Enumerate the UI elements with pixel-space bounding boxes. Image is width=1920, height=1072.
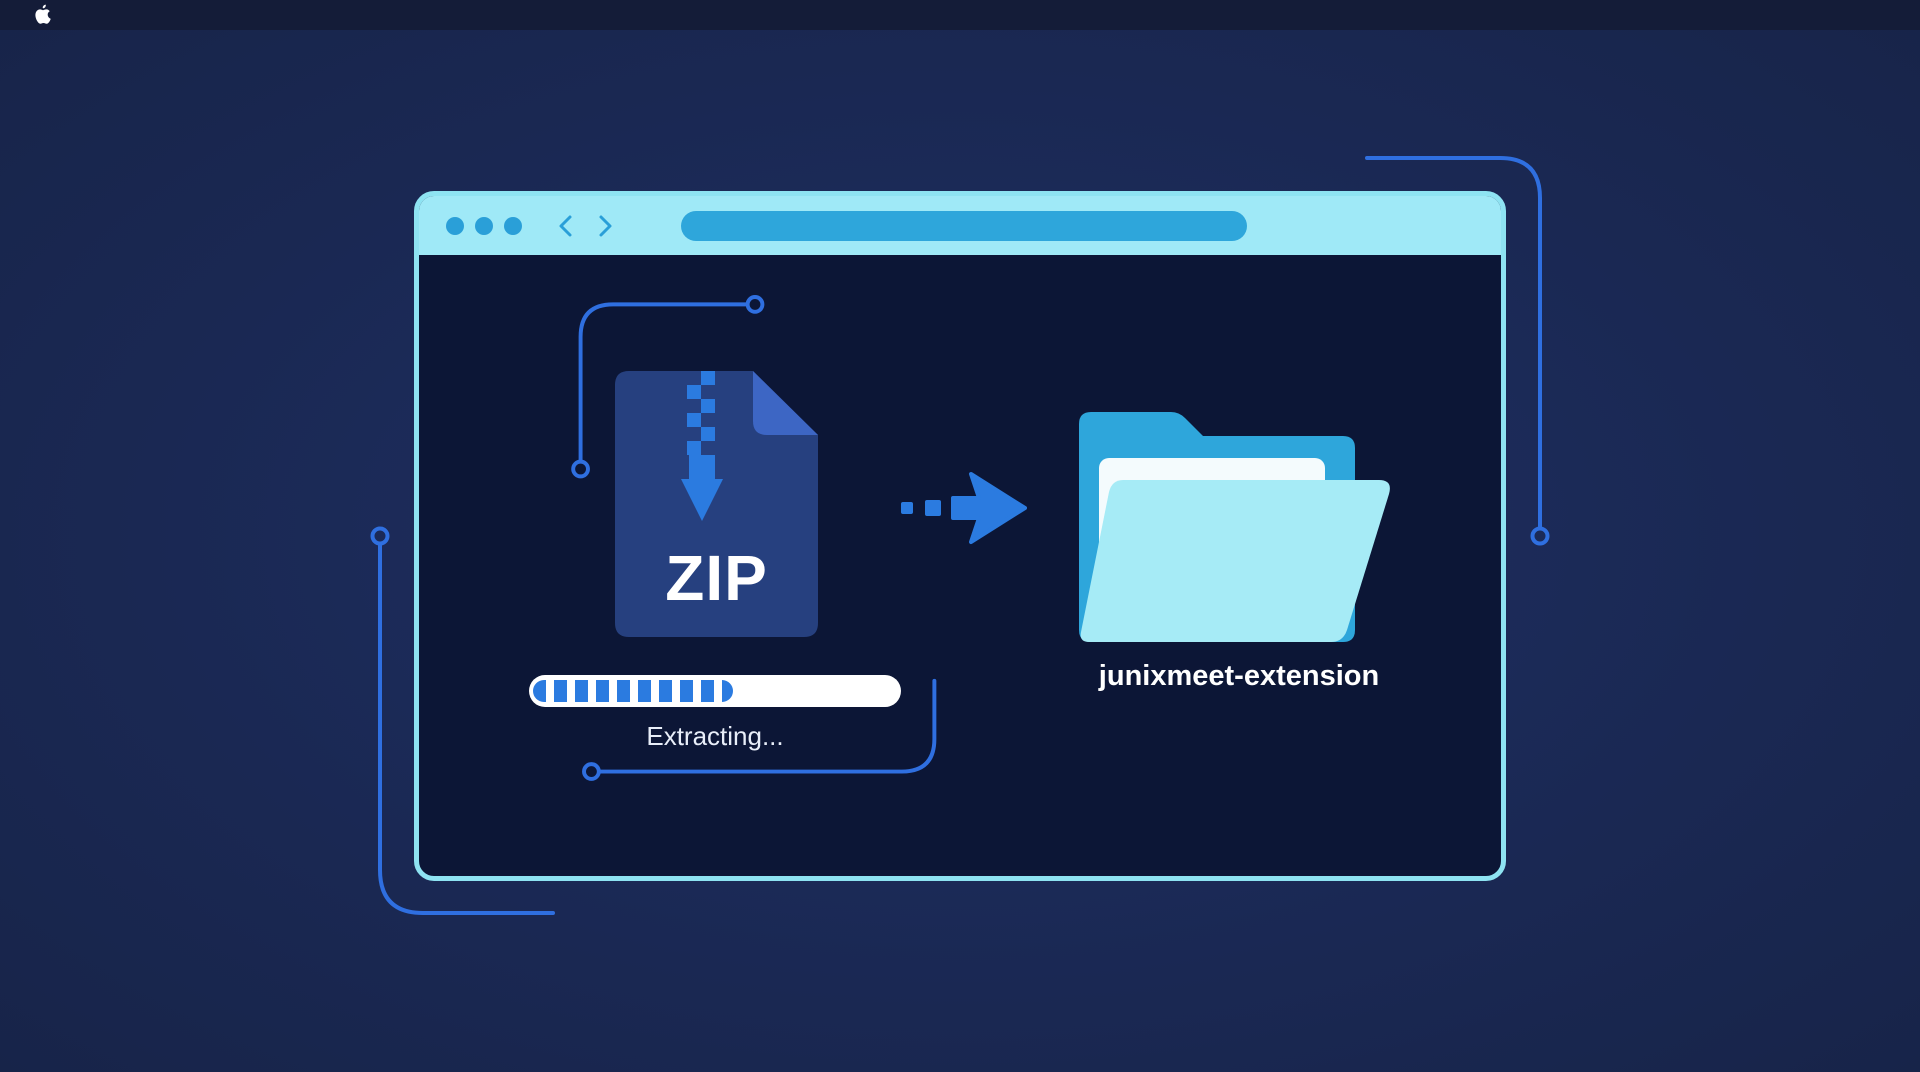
window-dot-icon[interactable] [475,217,493,235]
window-dot-icon[interactable] [504,217,522,235]
archive-type-label: ZIP [665,542,768,614]
window-dot-icon[interactable] [446,217,464,235]
chevron-right-icon[interactable] [592,212,618,240]
extraction-status-text: Extracting... [646,721,784,751]
chevron-left-icon[interactable] [553,212,579,240]
title-bar [419,196,1501,255]
extraction-progress-bar [529,675,901,707]
progress-fill [533,680,733,702]
folder-open-icon[interactable] [1079,412,1391,642]
address-bar-input[interactable] [681,211,1247,241]
browser-window: ZIP Extracting... junixmeet-extension [414,191,1506,881]
extracted-folder-name: junixmeet-extension [1098,660,1380,692]
menu-bar [0,0,1920,30]
apple-logo-icon[interactable] [32,2,54,26]
zip-file-icon[interactable] [615,371,818,637]
arrow-right-icon [901,472,1027,544]
